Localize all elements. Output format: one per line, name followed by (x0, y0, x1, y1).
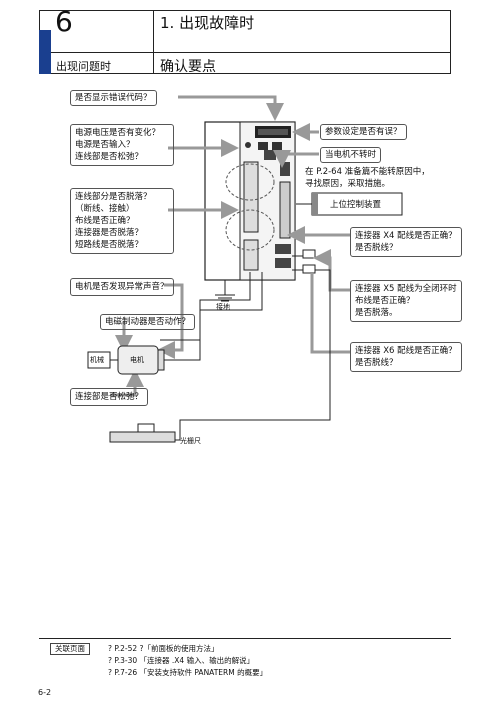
related-ref-3[interactable]: ? P.7-26 「安装支持软件 PANATERM 的概要」 (108, 668, 268, 677)
chapter-number: 6 (55, 5, 73, 38)
chapter-accent-bar (39, 30, 51, 74)
reference-note: 在 P.2-64 准备篇不能转原因中， 寻找原因，采取措施。 (305, 167, 430, 189)
callout-motor-not-running: 当电机不转时 (320, 147, 382, 163)
header-right-label: 确认要点 (160, 59, 216, 75)
callout-coupling: 连接部是否松弛？ (70, 388, 149, 406)
callout-brake: 电磁制动器是否动作？ (100, 314, 196, 330)
callout-params: 参数设定是否有误？ (320, 124, 407, 140)
header-left-label: 出现问题时 (56, 60, 111, 73)
callout-x4: 连接器 X4 配线是否正确？ 是否脱线？ (350, 227, 462, 257)
callout-motor-noise: 电机是否发现异常声音？ (70, 278, 174, 296)
page-number: 6-2 (38, 688, 52, 697)
callout-power: 电源电压是否有变化？ 电源是否输入？ 连线部是否松弛？ (70, 124, 174, 166)
related-ref-2[interactable]: ? P.3-30 「连接器 .X4 输入、输出的解说」 (108, 656, 255, 665)
footer-divider (39, 638, 451, 639)
section-title: 1. 出现故障时 (160, 14, 255, 32)
host-controller-label: 上位控制装置 (330, 200, 382, 210)
callout-x5: 连接器 X5 配线为全闭环时 布线是否正确？ 是否脱落。 (350, 280, 462, 322)
callout-error-code: 是否显示错误代码？ (70, 90, 157, 106)
motor-label: 电机 (130, 356, 144, 364)
servo-driver (204, 121, 296, 281)
related-ref-1[interactable]: ? P.2-52 ?「前面板的使用方法」 (108, 644, 219, 653)
linear-scale-label: 光栅尺 (180, 437, 201, 445)
related-pages-tag: 关联页面 (50, 643, 90, 655)
callout-x6: 连接器 X6 配线是否正确？ 是否脱线？ (350, 342, 462, 372)
callout-wiring: 连线部分是否脱落？ （断线、接触） 布线是否正确？ 连接器是否脱落？ 短路线是否… (70, 188, 174, 254)
header-divider-vertical (153, 10, 154, 74)
header-divider-horizontal (51, 52, 451, 53)
ground-label: 接地 (216, 303, 230, 311)
machine-label: 机械 (90, 356, 104, 364)
linear-scale-graphic (109, 423, 176, 443)
motor-graphic (87, 345, 165, 375)
